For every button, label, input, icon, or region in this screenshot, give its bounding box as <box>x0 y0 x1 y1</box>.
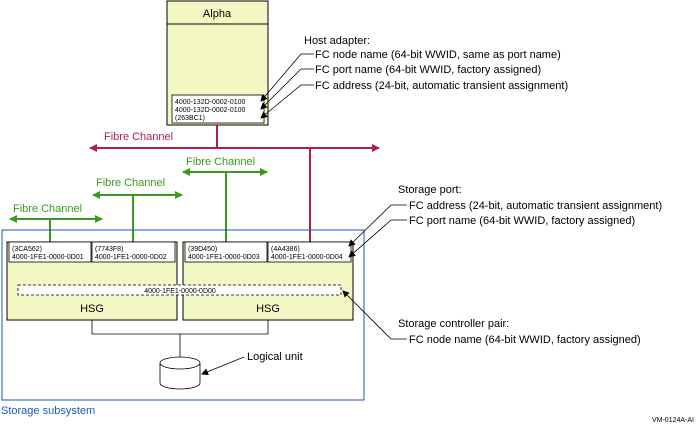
controller-pair-callout: Storage controller pair: FC node name (6… <box>342 290 641 346</box>
callout-arrow-port-wwid <box>348 219 407 258</box>
red-fc-label: Fibre Channel <box>104 131 173 143</box>
port-2-wwid: 4000-1FE1-0000-0D02 <box>95 254 167 261</box>
storage-port-2 <box>91 241 176 263</box>
host-adapter-box <box>171 94 265 124</box>
storage-port-item-2: FC port name (64-bit WWID, factory assig… <box>409 215 635 227</box>
host-alpha: Alpha 4000-132D-0002-0100 4000-132D-0002… <box>166 0 269 126</box>
port-3-wwid: 4000-1FE1-0000-0D03 <box>188 254 260 261</box>
logical-unit-label: Logical unit <box>247 351 303 363</box>
hsg-label-2: HSG <box>256 303 280 315</box>
figure-id: VM-0124A-AI <box>652 417 694 424</box>
logical-unit-pointer <box>201 356 245 375</box>
port-1-wwid: 4000-1FE1-0000-0D01 <box>12 254 84 261</box>
storage-port-item-1: FC address (24-bit, automatic transient … <box>409 200 662 212</box>
host-adapter-item-3: FC address (24-bit, automatic transient … <box>315 80 568 92</box>
callout-arrow-node-name <box>260 53 314 102</box>
host-title: Alpha <box>203 8 232 20</box>
storage-port-heading: Storage port: <box>398 184 462 196</box>
storage-port-3 <box>184 241 268 263</box>
controller-node-name: 4000-1FE1-0000-0D00 <box>144 288 216 295</box>
host-adapter-line-1: 4000-132D-0002-0100 <box>175 99 246 106</box>
host-adapter-line-2: 4000-132D-0002-0100 <box>175 107 246 114</box>
green-fc-label-2: Fibre Channel <box>96 177 165 189</box>
logical-unit-disk-icon: Logical unit <box>159 351 303 390</box>
port-1-address: (3CA562) <box>12 246 42 253</box>
disk-body <box>159 363 201 390</box>
callout-arrow-address <box>260 84 314 119</box>
callout-arrow-port-name <box>260 68 314 110</box>
host-adapter-item-1: FC node name (64-bit WWID, same as port … <box>315 49 561 61</box>
host-adapter-line-3: (263BC1) <box>175 115 205 122</box>
hsg-controllers: (3CA562) 4000-1FE1-0000-0D01 (7743F8) 40… <box>6 241 354 321</box>
host-adapter-callout: Host adapter: FC node name (64-bit WWID,… <box>260 35 568 119</box>
hsg-label-1: HSG <box>80 303 104 315</box>
port-2-address: (7743F8) <box>95 246 123 253</box>
green-fibre-channels: Fibre Channel Fibre Channel Fibre Channe… <box>9 156 268 242</box>
controller-pair-heading: Storage controller pair: <box>398 318 509 330</box>
green-fc-label-3: Fibre Channel <box>186 156 255 168</box>
port-4-address: (4A4386) <box>271 246 300 253</box>
controller-node-name-box <box>17 284 342 296</box>
host-adapter-item-2: FC port name (64-bit WWID, factory assig… <box>315 64 541 76</box>
green-fc-label-1: Fibre Channel <box>13 203 82 215</box>
host-adapter-heading: Host adapter: <box>304 35 370 47</box>
disk-top <box>159 356 201 370</box>
storage-port-callout: Storage port: FC address (24-bit, automa… <box>348 184 662 258</box>
callout-arrow-controller-node <box>342 290 407 340</box>
callout-arrow-port-address <box>348 204 407 247</box>
port-3-address: (39D450) <box>188 246 217 253</box>
controller-pair-item-1: FC node name (64-bit WWID, factory assig… <box>409 334 641 346</box>
storage-port-1 <box>8 241 92 263</box>
red-fibre-channel: Fibre Channel <box>89 125 380 242</box>
logical-unit-connection <box>91 320 269 358</box>
port-4-wwid: 4000-1FE1-0000-0D04 <box>271 254 343 261</box>
storage-subsystem-frame <box>1 229 365 401</box>
storage-subsystem-label: Storage subsystem <box>1 405 95 417</box>
